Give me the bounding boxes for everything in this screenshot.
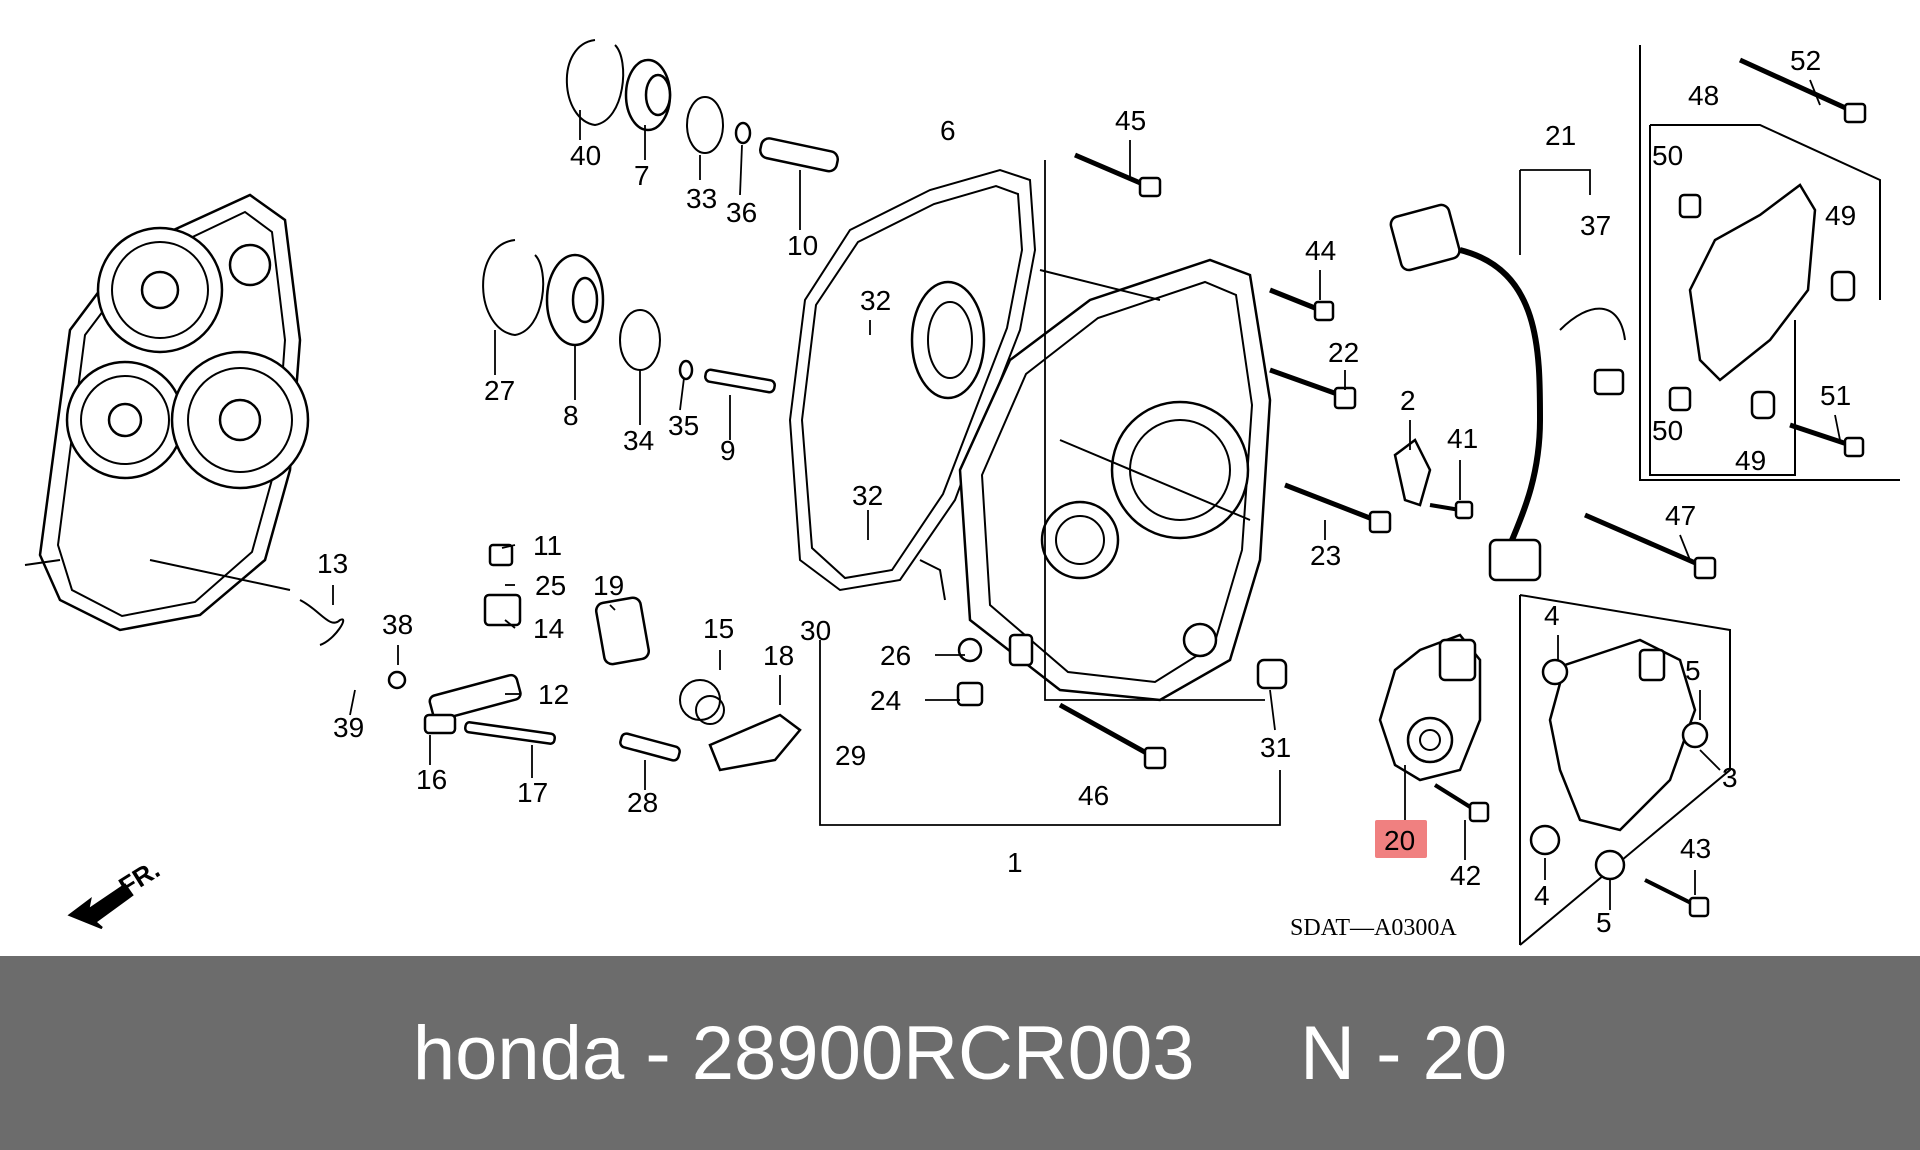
callout-c49b: 49 [1735,445,1766,476]
leader-line-c52 [1809,79,1821,106]
leader-line-c47 [1679,534,1691,561]
leader-line-c35 [679,377,685,411]
small-hardware [299,543,1288,772]
leader-line-c36 [739,144,743,196]
callout-c38: 38 [382,609,413,640]
callout-c51: 51 [1820,380,1851,411]
callout-c50a: 50 [1652,140,1683,171]
sensor-harness [1389,203,1626,582]
callout-c31: 31 [1260,732,1291,763]
callout-c42: 42 [1450,860,1481,891]
callout-c35: 35 [668,410,699,441]
callout-c3: 3 [1722,762,1738,793]
shift-position-sensor [1378,633,1482,825]
caption-band: honda - 28900RCR003 N - 20 [0,956,1920,1150]
callout-c30: 30 [800,615,831,646]
switch-assembly [1519,594,1731,946]
callout-c23: 23 [1310,540,1341,571]
callout-c27: 27 [484,375,515,406]
callout-c28: 28 [627,787,658,818]
callout-c52: 52 [1790,45,1821,76]
callout-c45: 45 [1115,105,1146,136]
callout-c11: 11 [533,530,562,561]
callout-c43: 43 [1680,833,1711,864]
callout-c37: 37 [1580,210,1611,241]
leader-line-c31 [1269,689,1276,731]
brand-name: honda [412,1010,625,1096]
callout-c32b: 32 [852,480,883,511]
callout-c10: 10 [787,230,818,261]
callout-c49a: 49 [1825,200,1856,231]
callout-c26: 26 [880,640,911,671]
callout-c4a: 4 [1544,600,1560,631]
callout-c34: 34 [623,425,654,456]
callout-c21: 21 [1545,120,1576,151]
seal-ring-parts [482,39,840,394]
callout-c5b: 5 [1596,907,1612,938]
callout-c50b: 50 [1652,415,1683,446]
caption-separator: - [624,1010,692,1096]
callout-c8: 8 [563,400,579,431]
leader-line-c14 [504,619,516,629]
callout-c29: 29 [835,740,866,771]
leader-line-c11 [501,544,516,549]
callout-c41: 41 [1447,423,1478,454]
callout-c47: 47 [1665,500,1696,531]
callout-c32a: 32 [860,285,891,316]
callout-c19: 19 [593,570,624,601]
callout-c6: 6 [940,115,956,146]
callout-c44: 44 [1305,235,1336,266]
callout-c24: 24 [870,685,901,716]
callout-c14: 14 [533,613,564,644]
callout-c20: 20 [1384,825,1415,856]
callout-c2: 2 [1400,385,1416,416]
callout-c9: 9 [720,435,736,466]
front-direction-arrow: FR. [67,854,165,930]
drawing-code: SDAT—A0300A [1290,915,1457,941]
transmission-housing [24,193,310,632]
highlight-20 [1375,820,1427,858]
callout-c18: 18 [763,640,794,671]
item-number: N - 20 [1300,1010,1508,1096]
callout-c13: 13 [317,548,348,579]
part-number: 28900RCR003 [691,1010,1195,1096]
callout-c15: 15 [703,613,734,644]
bolts [1058,57,1867,918]
callout-c1: 1 [1007,847,1023,878]
group-brackets [819,160,1591,826]
leader-line-c19 [609,604,616,611]
callout-c17: 17 [517,777,548,808]
callout-c4b: 4 [1534,880,1550,911]
side-cover [958,258,1272,702]
callout-c25: 25 [535,570,566,601]
callout-c22: 22 [1328,337,1359,368]
case-gasket [788,168,1037,592]
leader-line-c51 [1834,414,1841,441]
exploded-parts-diagram: FR. 524850495049512137474544222412364073… [24,39,1900,946]
callout-c16: 16 [416,764,447,795]
leader-line-c3 [1699,749,1721,771]
bracket-assembly [1639,45,1900,481]
leader-line-c39 [349,689,356,716]
caption-gap [1195,1010,1301,1097]
callout-c40: 40 [570,140,601,171]
callout-c48: 48 [1688,80,1719,111]
callout-c33: 33 [686,183,717,214]
callout-c36: 36 [726,197,757,228]
callout-c46: 46 [1078,780,1109,811]
callout-c7: 7 [634,160,650,191]
callout-c12: 12 [538,679,569,710]
callout-c39: 39 [333,712,364,743]
callout-c5a: 5 [1685,655,1701,686]
